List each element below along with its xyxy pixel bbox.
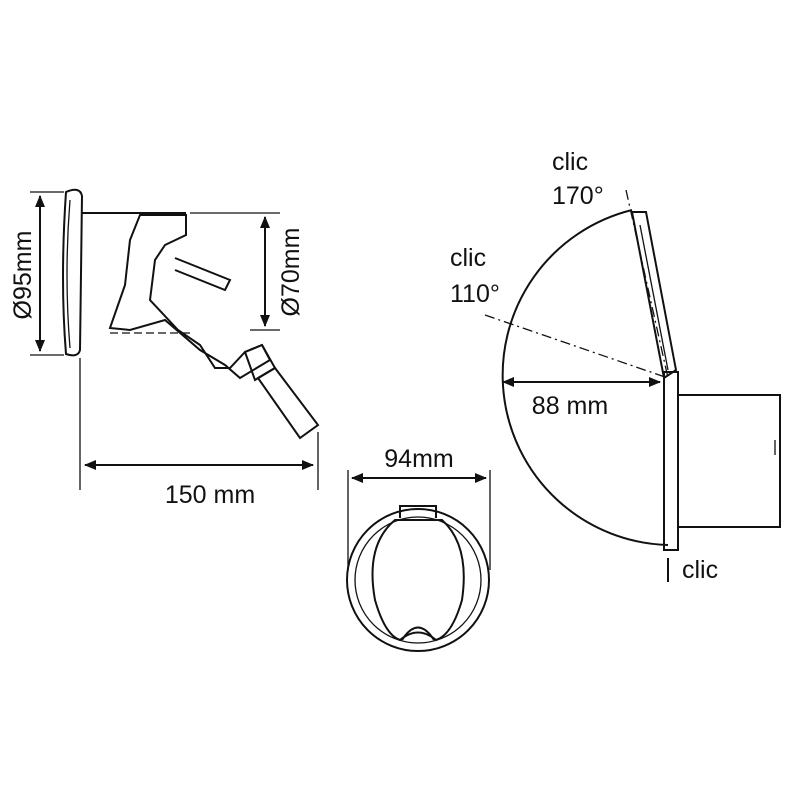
dim-label-70: Ø70mm xyxy=(277,228,305,317)
opening-view: 88 mm clic 170° clic 110° clic xyxy=(450,148,781,584)
dim-label-95: Ø95mm xyxy=(9,231,37,320)
cover xyxy=(371,519,465,642)
clic-110-angle: 110° xyxy=(450,280,500,308)
clic-110-word: clic xyxy=(450,244,486,272)
dim-label-88: 88 mm xyxy=(532,392,608,420)
dim-label-150: 150 mm xyxy=(165,481,255,509)
clic-170-angle: 170° xyxy=(552,182,604,210)
clic-closed: clic xyxy=(682,556,718,584)
open-lid xyxy=(630,211,678,380)
outer-ring xyxy=(346,508,490,652)
side-view: Ø95mm Ø70mm 150 mm xyxy=(9,188,320,509)
flange xyxy=(62,188,84,357)
dim-label-94: 94mm xyxy=(384,445,453,473)
clic-170-word: clic xyxy=(552,148,588,176)
flange xyxy=(663,371,679,551)
housing xyxy=(678,394,781,528)
front-view: 94mm xyxy=(346,445,491,652)
hose xyxy=(256,366,320,440)
swing-arc xyxy=(501,209,669,546)
hose-connector xyxy=(243,343,277,382)
